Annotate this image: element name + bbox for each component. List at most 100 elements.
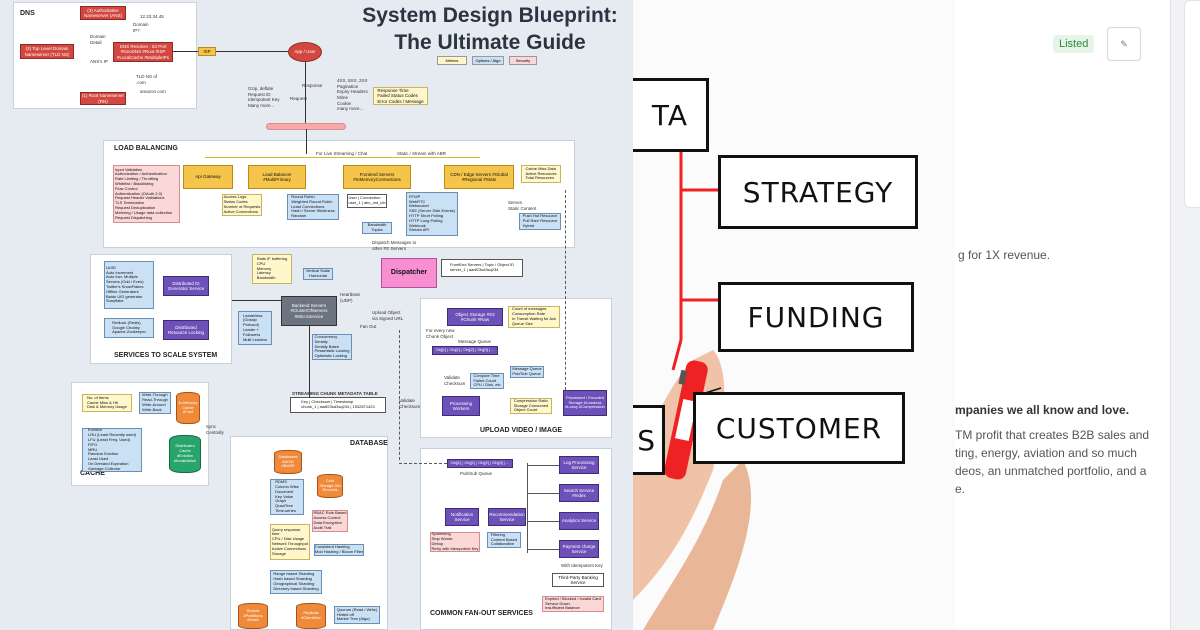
domain-ip-label: Domain IP? xyxy=(133,22,149,33)
search-service: Search Service #Index xyxy=(559,484,599,502)
lock-options: Redlock (Redis) Google Chubby Apache Zoo… xyxy=(104,318,154,338)
title-line-2: The Ultimate Guide xyxy=(394,31,586,54)
chunk-table-head: Key | Checksum | Timestamp xyxy=(301,399,354,405)
listed-badge: Listed xyxy=(1053,35,1095,53)
infographic-title: System Design Blueprint: The Ultimate Gu… xyxy=(355,2,625,56)
static-stream-label: Static / Stream with ABR xyxy=(397,151,447,156)
payment-errors: Expired / Blocked / Invalid Card Service… xyxy=(542,596,604,612)
fe-servers-table: FrontEnd Servers | Topic / Object ID ser… xyxy=(441,259,523,277)
amazon-label: amazon.com xyxy=(140,89,166,94)
recommendation-filters: Filtering Content Based Collaborative xyxy=(487,532,521,548)
article-line-1: TM profit that creates B2B sales and xyxy=(955,428,1150,442)
upload-label: UPLOAD VIDEO / IMAGE xyxy=(480,427,563,434)
cache-metrics: No. of Items Cache Miss & Hit Disk & Mem… xyxy=(82,394,132,412)
distributed-cache: Distributed Cache #Eviction #Invalidatio… xyxy=(169,435,201,473)
fanout-queue: Obj[1] | Obj[1] | Obj[2] | Obj[3] | ... xyxy=(447,459,513,468)
notification-rules: Spamming Stop Words Debup Retry with Ide… xyxy=(430,531,480,552)
database-label: DATABASE xyxy=(350,440,388,447)
sharding-options: Range based Sharding Hash based Sharding… xyxy=(270,570,322,594)
root-nameserver: (1) Root Nameserver (RN) xyxy=(80,92,126,105)
legend-options: Options / Algo xyxy=(472,56,504,65)
scaling-options: Vertical Scale Horizontal xyxy=(303,268,333,280)
response-label: Response xyxy=(302,83,323,88)
user-conn-head: User | Connection xyxy=(348,195,381,201)
client-connector xyxy=(305,62,306,123)
validate-label: Validate Checksum xyxy=(444,375,466,386)
legend-security: Security xyxy=(509,56,537,65)
lb-branch-line xyxy=(205,157,480,158)
load-balancing-label: LOAD BALANCING xyxy=(114,145,178,152)
queue-options: Message Queue Pub/Sub Queue xyxy=(510,366,544,378)
idempotent-label: With Idempotent Key xyxy=(561,563,603,568)
quorum-options: Quorum (Read / Write) Hinted off Merkle … xyxy=(334,606,380,624)
connector xyxy=(527,465,559,466)
analytics-service: Analytics Service xyxy=(559,512,599,530)
recommendation-service: Recommendation Service xyxy=(488,508,526,526)
tld-ns-label: TLD NS of .com xyxy=(136,74,158,85)
lb-algorithms: Round Robin Weighted Round Robin Least C… xyxy=(287,194,339,220)
isp-connector xyxy=(216,51,288,52)
processing-workers: Processing Workers xyxy=(442,396,480,416)
queue-metrics: Count of messages Consumption Rate In Tr… xyxy=(508,306,560,328)
in-memory-cache: In-Memory Cache #Fast xyxy=(176,392,200,424)
article-line-3: deos, an unmatched portfolio, and a xyxy=(955,464,1147,478)
lb-access-logs: Access Logs Status Codes Number of Reque… xyxy=(222,194,262,216)
cache-label: CACHE xyxy=(80,470,105,477)
article-line-4: e. xyxy=(955,482,966,496)
gateway-features: Input Validation Authorization / Authent… xyxy=(113,165,180,223)
worker-metrics: Compute Time Failed Count CPU / Disk, et… xyxy=(470,373,504,389)
dispatcher-node: Dispatcher xyxy=(381,258,437,288)
word-box-strategy: STRATEGY xyxy=(718,155,918,229)
api-gateway-node: Api Gateway xyxy=(183,165,233,189)
chunk-table: Key | Checksum | Timestamp chunk_1 | aad… xyxy=(290,397,386,413)
distributed-id-generator: Distributed ID Generator Service xyxy=(163,276,209,296)
db-types: RDMS Column Wise Document Key Value Grap… xyxy=(270,479,304,515)
uuid-options: UUID Auto Increment Auto Incr. Multiple … xyxy=(104,261,154,309)
connector xyxy=(232,300,281,301)
mq-label: Message Queue xyxy=(458,339,492,344)
object-storage-node: Object Storage #S3 #Chunk #Raw xyxy=(447,308,503,326)
log-processing-service: Log Processing Service xyxy=(559,456,599,474)
backend-servers-node: Backend Servers #ClusterOfServers #Micro… xyxy=(281,296,337,326)
dns-connector xyxy=(173,51,198,52)
frontend-servers-node: Frontend Servers #InMemoryConnections xyxy=(343,165,411,189)
write-policies: Write-Through Read-Through Write-Around … xyxy=(139,392,171,414)
dashed-connector xyxy=(399,330,400,460)
third-party-banking: Third-Party Banking Service xyxy=(552,573,604,587)
word-box-customer: CUSTOMER xyxy=(693,392,905,464)
connector xyxy=(309,326,310,398)
request-notes: Gzip, deflate Request ID Idempotent Key … xyxy=(248,86,280,108)
isp-node: ISP xyxy=(198,47,216,56)
dns-ip-label: 12.23.34.45 xyxy=(140,14,164,19)
edit-button[interactable]: ✎ xyxy=(1107,27,1141,61)
cdn-stats: Cache Miss Data Active Resources Total R… xyxy=(521,165,561,183)
dns-label: DNS xyxy=(20,10,35,17)
dispatch-label: Dispatch Messages to other FE Servers xyxy=(372,240,417,251)
dashed-connector xyxy=(399,463,447,464)
connector xyxy=(527,521,559,522)
authoritative-nameserver: (3) Authoritative Nameserver (ANS) xyxy=(80,6,126,20)
legend-metrics: Metrics xyxy=(437,56,467,65)
live-streaming-label: For Live Streaming / Chat xyxy=(316,151,368,156)
cdn-edge-node: CDN / Edge Servers #Global #Regional #St… xyxy=(444,165,514,189)
connector xyxy=(527,493,559,494)
word-box-ta: TA xyxy=(633,78,709,152)
fan-out-label: Fan Out xyxy=(360,324,377,329)
side-card-edge xyxy=(1184,0,1200,210)
storage-metrics: Compression Ratio Storage Consumed Objec… xyxy=(510,398,552,414)
upload-object-label: Upload Object via Signed URL xyxy=(372,310,404,321)
user-conn-row: user_1 | abc_md_idc xyxy=(348,200,386,205)
leader-options: Leaderless (Gossip Protocol) Leader + Fo… xyxy=(238,311,272,345)
serves-static-label: Serves Static Content xyxy=(508,200,537,211)
heartbeat-label: Heartbeat (UDP) xyxy=(340,292,360,303)
user-connection-table: User | Connection user_1 | abc_md_idc xyxy=(347,194,387,208)
dashed-connector xyxy=(565,190,566,390)
title-line-1: System Design Blueprint: xyxy=(362,4,618,27)
cdn-push-pull: Push Hot Resource Pull Rare Resource Hyb… xyxy=(519,213,561,230)
domain-detail-label: Domain Detail xyxy=(90,34,106,45)
bandwidth-topics: Bandwidth Topics xyxy=(362,222,392,234)
load-balancer-node: Load Balancer #MultiPrimary xyxy=(248,165,306,189)
strategy-photo: TA STRATEGY FUNDING S CUSTOMER xyxy=(633,0,955,630)
db-metrics: Query response time CPU / Disk Usage Net… xyxy=(270,524,310,560)
concurrency-options: Concurrency Serially Serially Batch Pess… xyxy=(312,334,352,360)
